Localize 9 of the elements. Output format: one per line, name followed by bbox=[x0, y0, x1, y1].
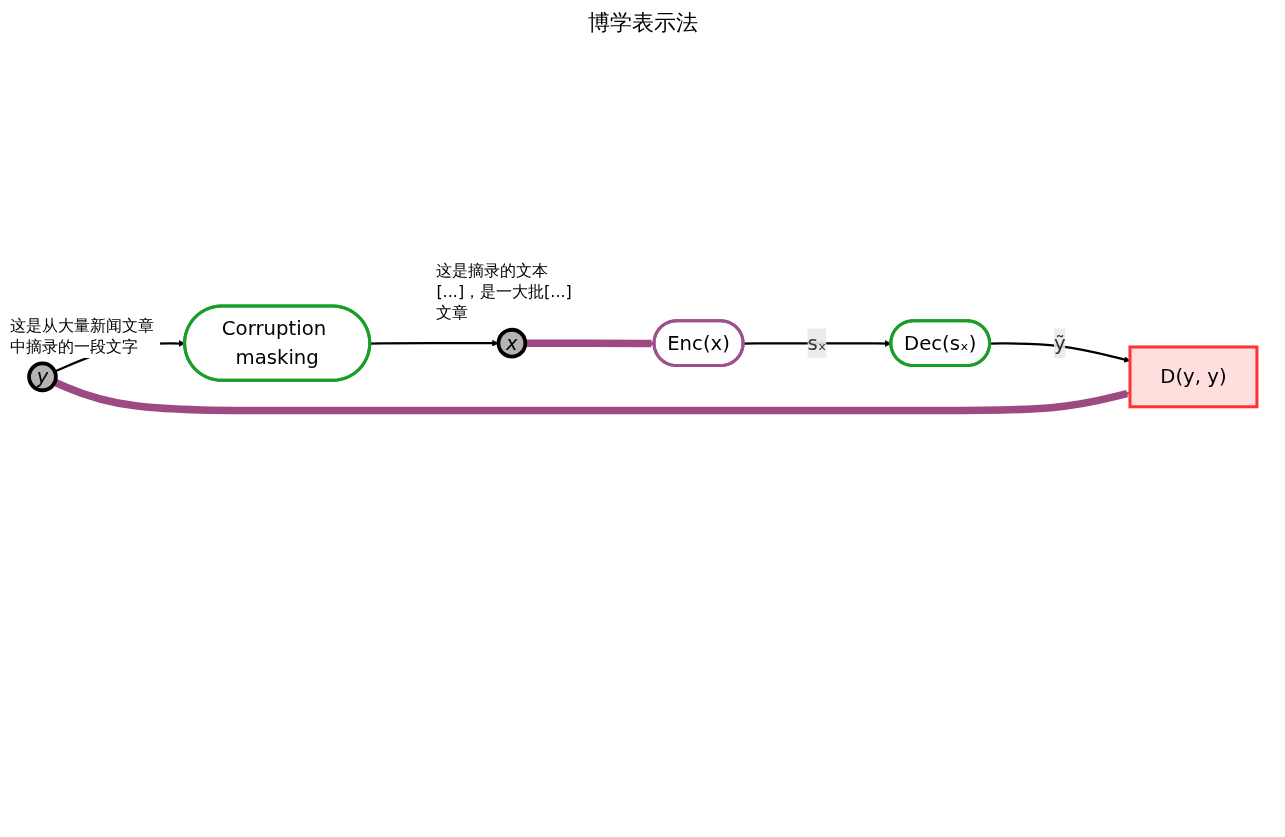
arrow bbox=[524, 339, 655, 347]
edge-label: ỹ bbox=[1053, 331, 1066, 354]
note-text: 博学表示法 bbox=[587, 9, 698, 37]
node-circle: y bbox=[26, 361, 58, 392]
edge-label: sₓ bbox=[806, 331, 826, 354]
node-caption: 这是从大量新闻文章中摘录的一段文字 bbox=[10, 315, 160, 358]
arrow bbox=[52, 378, 1130, 415]
node-box: D(y, y) bbox=[1127, 345, 1258, 408]
node-circle: x bbox=[496, 327, 527, 359]
